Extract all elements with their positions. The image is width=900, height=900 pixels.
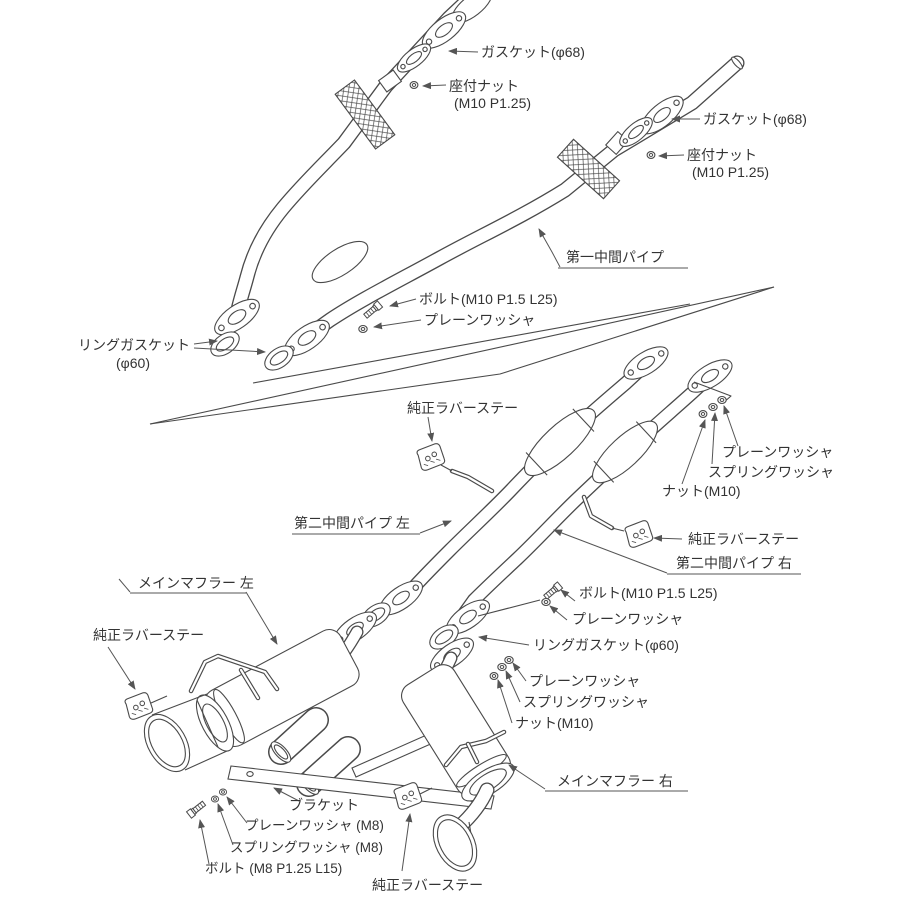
flex-braid-section bbox=[334, 79, 396, 150]
first-intermediate-pipe bbox=[210, 0, 745, 371]
bolt-icon bbox=[542, 581, 564, 601]
label-plain-washer-a: プレーンワッシャ bbox=[424, 312, 535, 328]
tail-cone bbox=[151, 693, 228, 771]
label-oem-rubber-stay-d: 純正ラバーステー bbox=[372, 877, 483, 893]
label-gasket-68-b: ガスケット(φ68) bbox=[703, 111, 807, 127]
muffler-end-face bbox=[195, 694, 235, 752]
spring-washer-icon bbox=[708, 402, 718, 412]
flange bbox=[687, 359, 733, 393]
label-main-muffler-right: メインマフラー 右 bbox=[557, 773, 673, 789]
label-plain-washer-c: プレーンワッシャ bbox=[572, 611, 683, 627]
seat-nut-icon bbox=[646, 151, 656, 159]
plain-washer-icon bbox=[358, 324, 368, 334]
label-oem-rubber-stay-a: 純正ラバーステー bbox=[407, 400, 518, 416]
label-main-muffler-left: メインマフラー 左 bbox=[138, 575, 254, 591]
leader-lines bbox=[107, 47, 801, 872]
rubber-stay bbox=[623, 519, 655, 549]
flex-braid-section bbox=[556, 138, 621, 200]
label-spring-washer-b: スプリングワッシャ bbox=[708, 464, 834, 480]
bolt-icon bbox=[186, 799, 207, 819]
label-seat-nut-a-size: (M10 P1.25) bbox=[454, 95, 531, 111]
label-oem-rubber-stay-b: 純正ラバーステー bbox=[688, 531, 799, 547]
rubber-stay bbox=[123, 691, 155, 721]
label-second-mid-pipe-left: 第二中間パイプ 左 bbox=[294, 515, 410, 531]
flange bbox=[623, 346, 669, 380]
muffler-tip bbox=[432, 814, 478, 872]
resonator bbox=[524, 407, 596, 477]
label-bolt-m8: ボルト (M8 P1.25 L15) bbox=[205, 861, 342, 876]
label-ring-gasket-b: リングガスケット(φ60) bbox=[533, 637, 679, 653]
resonator bbox=[592, 420, 658, 484]
label-seat-nut-b: 座付ナット bbox=[687, 147, 757, 163]
label-plain-washer-d: プレーンワッシャ bbox=[529, 673, 640, 689]
label-plain-washer-b: プレーンワッシャ bbox=[722, 444, 833, 460]
pipe-cut-end bbox=[731, 56, 743, 70]
label-gasket-68-a: ガスケット(φ68) bbox=[481, 44, 585, 60]
label-spring-washer-m8: スプリングワッシャ (M8) bbox=[230, 840, 383, 855]
label-seat-nut-b-size: (M10 P1.25) bbox=[692, 164, 769, 180]
rubber-stay bbox=[415, 442, 447, 472]
section-divider-break-mark bbox=[149, 286, 775, 425]
second-intermediate-pipe-left bbox=[399, 346, 669, 603]
label-plain-washer-m8: プレーンワッシャ (M8) bbox=[245, 818, 384, 833]
label-ring-gasket-a-size: (φ60) bbox=[116, 355, 150, 371]
label-seat-nut-a: 座付ナット bbox=[449, 78, 519, 94]
second-intermediate-pipe-right bbox=[457, 359, 733, 621]
plain-washer-icon bbox=[504, 655, 514, 665]
label-oem-rubber-stay-c: 純正ラバーステー bbox=[93, 627, 204, 643]
nut-icon bbox=[698, 410, 708, 418]
label-bolt-m10-a: ボルト(M10 P1.5 L25) bbox=[419, 291, 558, 307]
label-nut-m10-b: ナット(M10) bbox=[662, 483, 741, 499]
main-muffler-right bbox=[401, 651, 515, 872]
label-bracket: ブラケット bbox=[289, 797, 359, 813]
label-second-mid-pipe-right: 第二中間パイプ 右 bbox=[676, 555, 792, 571]
fasteners bbox=[186, 300, 732, 819]
main-muffler-left bbox=[143, 625, 364, 773]
pipe-sleeve bbox=[377, 69, 403, 93]
gasket-68 bbox=[619, 117, 653, 147]
nut-icon bbox=[489, 672, 499, 680]
plain-washer-icon bbox=[541, 597, 551, 607]
label-nut-m10-d: ナット(M10) bbox=[515, 715, 594, 731]
gasket-68 bbox=[396, 43, 432, 73]
label-ring-gasket-a: リングガスケット bbox=[78, 337, 190, 353]
spring-washer-icon bbox=[210, 795, 220, 803]
plain-washer-icon bbox=[218, 788, 228, 796]
seat-nut-icon bbox=[409, 81, 419, 89]
pipe-flat-section bbox=[311, 240, 369, 284]
ring-gasket-60 bbox=[264, 345, 294, 371]
muffler-tip bbox=[143, 713, 191, 773]
spring-washer-icon bbox=[497, 662, 507, 672]
label-spring-washer-d: スプリングワッシャ bbox=[523, 694, 649, 710]
label-first-mid-pipe: 第一中間パイプ bbox=[566, 249, 664, 265]
labels: ガスケット(φ68) 座付ナット (M10 P1.25) ガスケット(φ68) … bbox=[78, 44, 834, 893]
label-bolt-m10-b: ボルト(M10 P1.5 L25) bbox=[579, 585, 718, 601]
plain-washer-icon bbox=[717, 395, 727, 405]
outlet-flange bbox=[214, 298, 260, 336]
